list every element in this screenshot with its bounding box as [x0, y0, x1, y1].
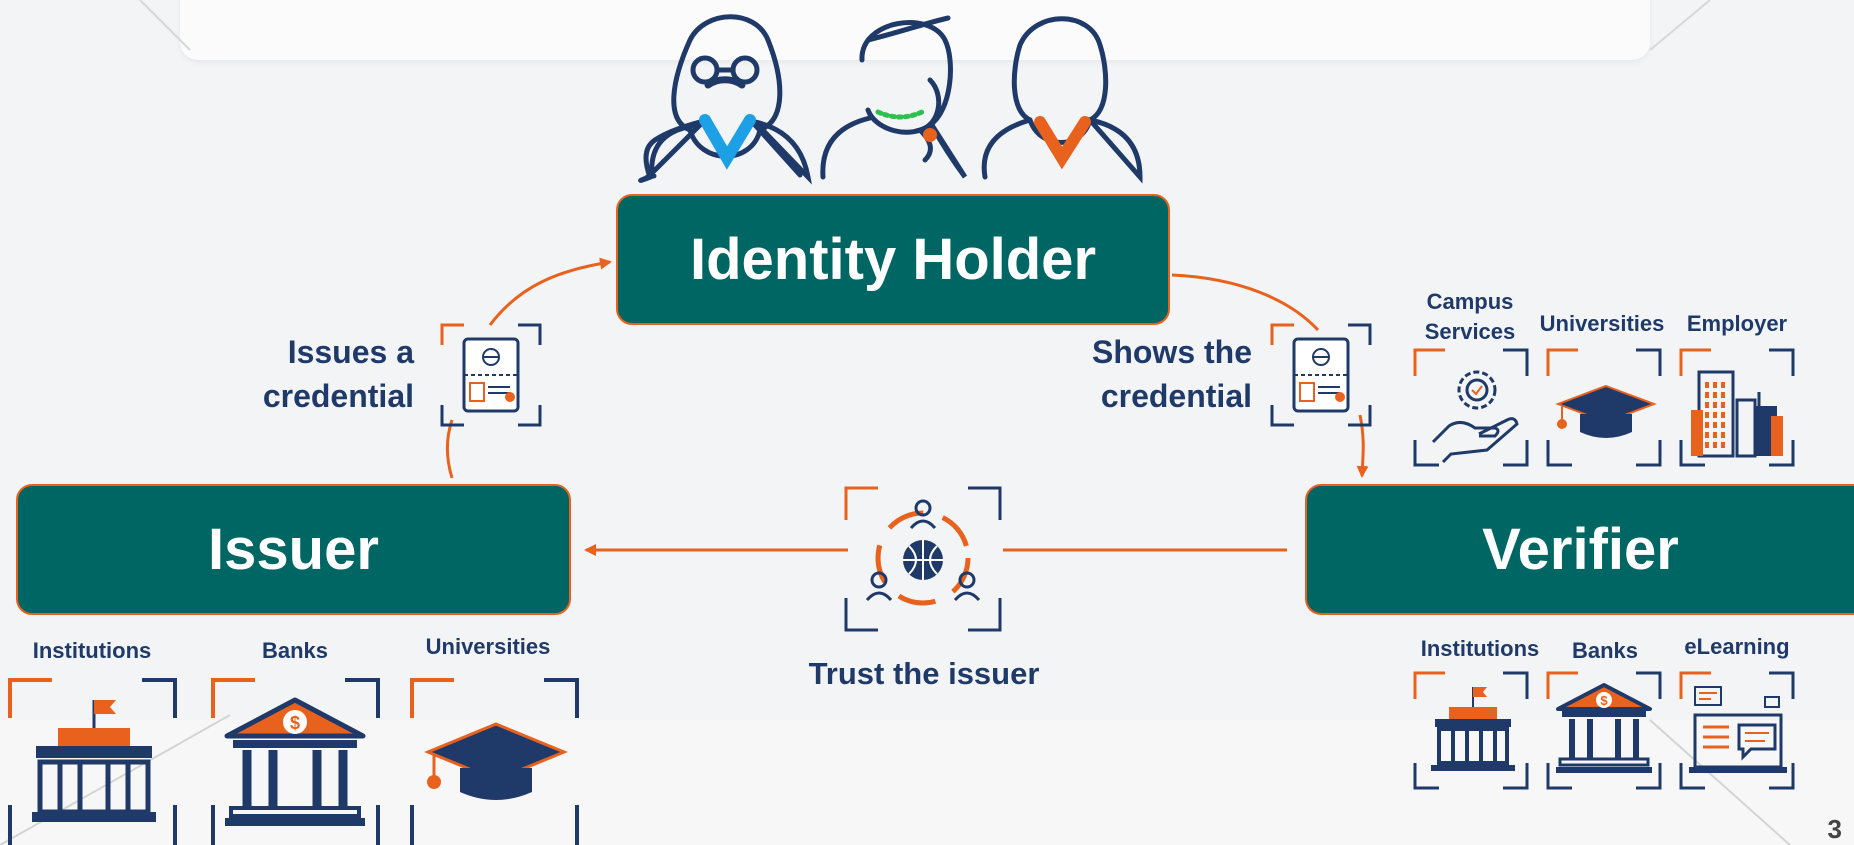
person-glasses-icon [638, 14, 812, 185]
graduation-cap-icon [410, 678, 579, 845]
bg-line [139, 0, 191, 51]
city-buildings-icon [1679, 348, 1795, 467]
building-icon [8, 678, 177, 845]
bank-icon: $ [1546, 671, 1662, 790]
svg-text:$: $ [1600, 693, 1608, 708]
identity-holder-title: Identity Holder [689, 227, 1097, 292]
identity-holder-box: Identity Holder [616, 194, 1170, 325]
verifier-example-universities: Universities [1539, 311, 1665, 336]
person-man-icon [981, 16, 1143, 184]
bg-line [1649, 719, 1791, 845]
verifier-example-employer: Employer [1686, 311, 1788, 336]
top-banner [180, 0, 1650, 60]
person-woman-icon [820, 15, 968, 180]
verifier-example-campus-services: Campus Services [1424, 289, 1516, 344]
verifier-box: Verifier [1305, 484, 1854, 615]
passport-icon [440, 323, 542, 427]
arrow-issuer-to-holder-lower [446, 419, 454, 479]
issuer-example-universities: Universities [425, 634, 551, 659]
network-globe-icon [844, 486, 1002, 632]
verifier-example-banks: Banks [1571, 638, 1639, 663]
graduation-cap-icon [1546, 348, 1662, 467]
svg-text:$: $ [290, 713, 300, 733]
bg-line [0, 714, 231, 845]
bg-line [1649, 0, 1711, 51]
issuer-example-institutions: Institutions [32, 638, 152, 663]
arrow-holder-to-verifier-lower [1356, 414, 1369, 478]
verifier-example-elearning: eLearning [1684, 634, 1790, 659]
verifier-example-institutions: Institutions [1420, 636, 1540, 661]
building-icon [1413, 671, 1529, 790]
bank-icon: $ [211, 678, 380, 845]
arrow-holder-to-verifier [1171, 273, 1320, 332]
issues-credential-label: Issues a credential [262, 334, 414, 414]
verifier-title: Verifier [1482, 517, 1679, 582]
page-number: 3 [1827, 814, 1842, 844]
issuer-box: Issuer [16, 484, 571, 615]
passport-icon [1270, 323, 1372, 427]
gear-hand-icon [1413, 348, 1529, 467]
trust-issuer-label: Trust the issuer [808, 656, 1040, 691]
shows-credential-label: Shows the credential [1091, 334, 1252, 414]
issuer-title: Issuer [208, 517, 379, 582]
issuer-example-banks: Banks [261, 638, 329, 663]
arrow-issuer-to-holder [488, 257, 612, 326]
elearning-icon [1679, 671, 1795, 790]
